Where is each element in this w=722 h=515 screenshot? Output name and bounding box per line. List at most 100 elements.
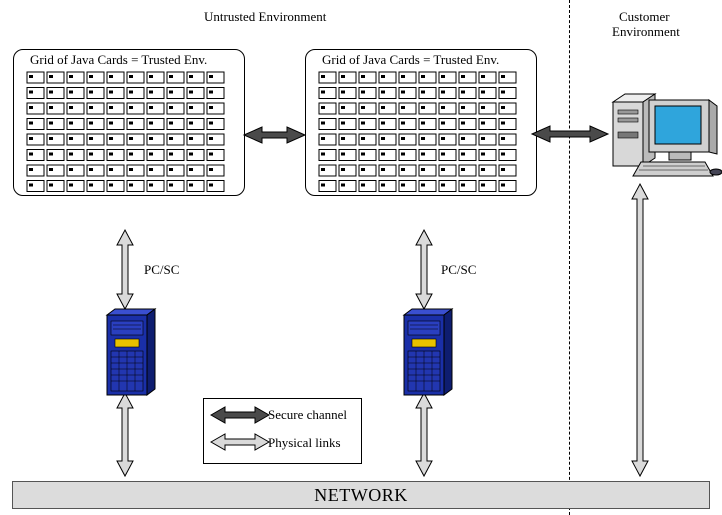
- java-card-icon: [498, 180, 517, 192]
- java-card-icon: [438, 118, 457, 130]
- java-card-icon: [106, 149, 125, 161]
- java-card-icon: [166, 149, 185, 161]
- card-chip-icon: [129, 75, 133, 78]
- card-chip-icon: [421, 121, 425, 125]
- card-chip-icon: [401, 90, 405, 94]
- card-chip-icon: [421, 183, 425, 187]
- java-card-icon: [338, 164, 357, 177]
- java-card-icon: [166, 102, 185, 115]
- card-chip-icon: [189, 90, 193, 94]
- java-card-icon: [126, 118, 145, 130]
- java-card-icon: [358, 164, 377, 177]
- java-card-icon: [358, 180, 377, 192]
- customer-environment-label-line1: Customer: [619, 9, 670, 24]
- card-chip-icon: [441, 168, 445, 171]
- pcsc-label-left: PC/SC: [144, 262, 180, 277]
- java-card-array-1: [26, 71, 225, 192]
- java-card-icon: [498, 164, 517, 177]
- physical-link-grid1-server1: [116, 228, 134, 311]
- card-chip-icon: [421, 106, 425, 109]
- card-chip-icon: [481, 183, 485, 187]
- java-card-icon: [438, 149, 457, 161]
- java-card-icon: [318, 180, 337, 192]
- card-chip-icon: [381, 90, 385, 94]
- java-card-icon: [86, 133, 105, 146]
- java-card-icon: [478, 133, 497, 146]
- card-chip-icon: [361, 168, 365, 171]
- card-chip-icon: [149, 106, 153, 109]
- java-card-icon: [66, 164, 85, 177]
- java-card-icon: [498, 133, 517, 146]
- java-card-icon: [86, 164, 105, 177]
- java-card-icon: [106, 87, 125, 99]
- java-card-icon: [338, 102, 357, 115]
- java-card-icon: [26, 133, 45, 146]
- card-chip-icon: [169, 75, 173, 78]
- java-card-icon: [438, 102, 457, 115]
- card-chip-icon: [149, 137, 153, 140]
- java-card-icon: [186, 118, 205, 130]
- java-card-icon: [66, 149, 85, 161]
- card-chip-icon: [189, 75, 193, 78]
- card-chip-icon: [89, 152, 93, 156]
- java-card-icon: [146, 149, 165, 161]
- java-card-icon: [398, 71, 417, 84]
- java-card-icon: [318, 133, 337, 146]
- card-chip-icon: [501, 90, 505, 94]
- java-card-icon: [86, 180, 105, 192]
- card-chip-icon: [341, 137, 345, 140]
- card-chip-icon: [109, 106, 113, 109]
- card-chip-icon: [341, 183, 345, 187]
- java-card-icon: [418, 164, 437, 177]
- java-card-icon: [398, 164, 417, 177]
- card-chip-icon: [169, 152, 173, 156]
- java-card-icon: [378, 102, 397, 115]
- java-card-icon: [186, 133, 205, 146]
- card-chip-icon: [481, 121, 485, 125]
- card-chip-icon: [49, 75, 53, 78]
- java-card-icon: [146, 118, 165, 130]
- card-chip-icon: [29, 106, 33, 109]
- card-chip-icon: [421, 168, 425, 171]
- card-chip-icon: [149, 90, 153, 94]
- card-chip-icon: [129, 183, 133, 187]
- card-chip-icon: [461, 183, 465, 187]
- card-chip-icon: [129, 137, 133, 140]
- environment-divider: [569, 0, 570, 515]
- java-card-icon: [438, 71, 457, 84]
- java-card-icon: [378, 133, 397, 146]
- java-card-icon: [358, 149, 377, 161]
- java-card-icon: [86, 118, 105, 130]
- java-card-icon: [318, 87, 337, 99]
- java-card-icon: [418, 102, 437, 115]
- card-chip-icon: [401, 168, 405, 171]
- card-chip-icon: [89, 183, 93, 187]
- card-chip-icon: [321, 152, 325, 156]
- java-card-icon: [26, 87, 45, 99]
- java-card-icon: [398, 133, 417, 146]
- card-chip-icon: [461, 137, 465, 140]
- java-card-grid-2: Grid of Java Cards = Trusted Env.: [305, 49, 537, 196]
- customer-environment-label-line2: Environment: [612, 24, 680, 39]
- java-card-icon: [398, 87, 417, 99]
- java-card-icon: [66, 71, 85, 84]
- card-chip-icon: [421, 137, 425, 140]
- card-chip-icon: [501, 183, 505, 187]
- card-chip-icon: [361, 106, 365, 109]
- card-chip-icon: [341, 75, 345, 78]
- card-chip-icon: [481, 90, 485, 94]
- card-chip-icon: [401, 152, 405, 156]
- card-chip-icon: [401, 75, 405, 78]
- card-chip-icon: [321, 168, 325, 171]
- java-card-icon: [66, 133, 85, 146]
- java-card-icon: [186, 164, 205, 177]
- card-chip-icon: [129, 106, 133, 109]
- java-card-icon: [146, 102, 165, 115]
- card-chip-icon: [109, 90, 113, 94]
- java-card-icon: [46, 180, 65, 192]
- java-card-icon: [146, 87, 165, 99]
- network-bar: NETWORK: [12, 481, 710, 509]
- java-card-icon: [206, 118, 225, 130]
- java-card-icon: [498, 102, 517, 115]
- java-card-icon: [46, 71, 65, 84]
